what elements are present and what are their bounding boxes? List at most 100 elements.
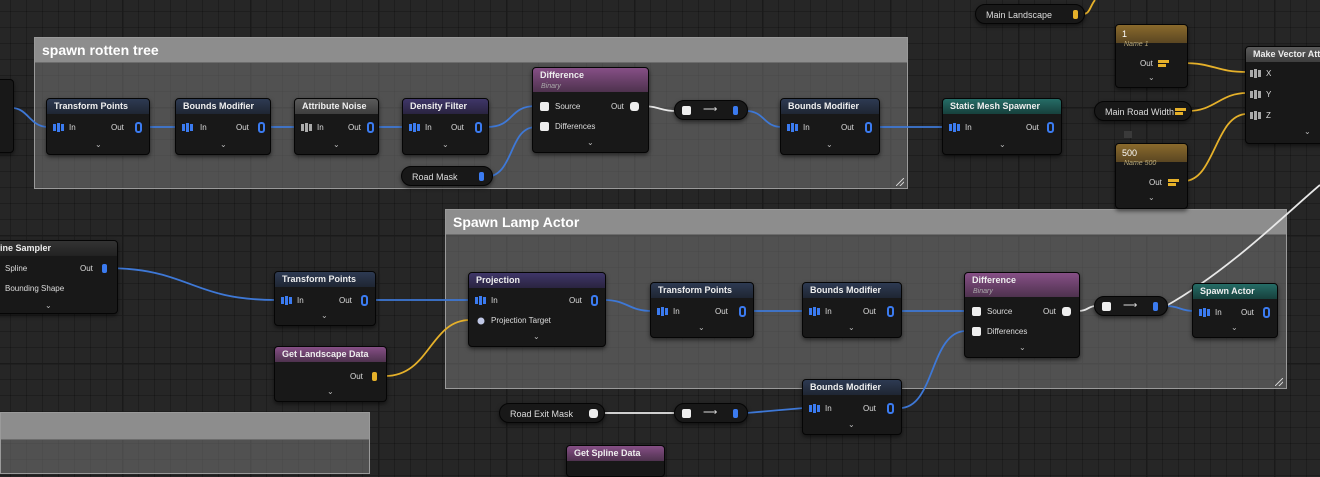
- point-data-pin-icon[interactable]: [475, 295, 486, 306]
- node-constant-500[interactable]: 500 Name 500 Out ⌄: [1115, 143, 1188, 209]
- spatial-pin-icon[interactable]: [629, 101, 640, 112]
- node-transform-points[interactable]: Transform Points In Out ⌄: [274, 271, 376, 326]
- point-data-pin-icon[interactable]: [730, 105, 741, 116]
- node-attribute-noise[interactable]: Attribute Noise In Out ⌄: [294, 98, 379, 155]
- node-constant-1[interactable]: 1 Name 1 Out ⌄: [1115, 24, 1188, 88]
- spatial-pin-icon[interactable]: [539, 101, 550, 112]
- pill-convert[interactable]: ⟶: [674, 403, 748, 423]
- spatial-pin-icon[interactable]: [539, 121, 550, 132]
- point-data-pin-icon[interactable]: [1045, 122, 1056, 133]
- chevron-down-icon[interactable]: ⌄: [220, 140, 227, 149]
- point-data-pin-icon[interactable]: [949, 122, 960, 133]
- node-get-spline-data[interactable]: Get Spline Data: [566, 445, 665, 477]
- node-transform-points[interactable]: Transform Points In Out ⌄: [46, 98, 150, 155]
- chevron-down-icon[interactable]: ⌄: [327, 387, 334, 396]
- node-projection[interactable]: Projection In Out Projection Target ⌄: [468, 272, 606, 347]
- point-data-pin-icon[interactable]: [809, 306, 820, 317]
- node-difference[interactable]: Difference Binary Source Out Differences…: [964, 272, 1080, 358]
- chevron-down-icon[interactable]: ⌄: [848, 323, 855, 332]
- chevron-down-icon[interactable]: ⌄: [999, 140, 1006, 149]
- spatial-pin-icon[interactable]: [971, 326, 982, 337]
- spatial-pin-icon[interactable]: [476, 171, 487, 182]
- resize-handle-icon[interactable]: [896, 178, 904, 186]
- point-data-pin-icon[interactable]: [885, 403, 896, 414]
- point-data-pin-icon[interactable]: [885, 306, 896, 317]
- spatial-pin-icon[interactable]: [681, 105, 692, 116]
- point-data-pin-icon[interactable]: [473, 122, 484, 133]
- node-partial-left[interactable]: [0, 79, 14, 153]
- point-data-pin-icon[interactable]: [133, 122, 144, 133]
- point-data-pin-icon[interactable]: [1199, 307, 1210, 318]
- comment-title[interactable]: spawn rotten tree: [35, 38, 907, 63]
- point-data-pin-icon[interactable]: [809, 403, 820, 414]
- chevron-down-icon[interactable]: ⌄: [1019, 343, 1026, 352]
- chevron-down-icon[interactable]: ⌄: [1304, 127, 1311, 136]
- chevron-down-icon[interactable]: ⌄: [848, 420, 855, 429]
- chevron-down-icon[interactable]: ⌄: [1231, 323, 1238, 332]
- pill-road-mask[interactable]: Road Mask: [401, 166, 493, 186]
- spatial-pin-icon[interactable]: [681, 408, 692, 419]
- chevron-down-icon[interactable]: ⌄: [587, 138, 594, 147]
- chevron-down-icon[interactable]: ⌄: [321, 311, 328, 320]
- pill-convert[interactable]: ⟶: [1094, 296, 1168, 316]
- point-data-pin-icon[interactable]: [787, 122, 798, 133]
- point-data-pin-icon[interactable]: [53, 122, 64, 133]
- node-static-mesh-spawner[interactable]: Static Mesh Spawner In Out ⌄: [942, 98, 1062, 155]
- constant-value[interactable]: 500: [1116, 144, 1187, 162]
- pill-convert[interactable]: ⟶: [674, 100, 748, 120]
- point-data-pin-icon[interactable]: [365, 122, 376, 133]
- resize-handle-icon[interactable]: [1275, 378, 1283, 386]
- chevron-down-icon[interactable]: ⌄: [1148, 73, 1155, 82]
- chevron-down-icon[interactable]: ⌄: [442, 140, 449, 149]
- chevron-down-icon[interactable]: ⌄: [95, 140, 102, 149]
- float-pin-icon[interactable]: [1158, 58, 1169, 69]
- node-transform-points[interactable]: Transform Points In Out ⌄: [650, 282, 754, 338]
- node-bounds-modifier[interactable]: Bounds Modifier In Out ⌄: [780, 98, 880, 155]
- pill-main-road-width[interactable]: Main Road Width: [1094, 101, 1192, 121]
- point-data-pin-icon[interactable]: [182, 122, 193, 133]
- node-make-vector-attribute[interactable]: Make Vector Attr X Y Z ⌄: [1245, 46, 1320, 144]
- node-bounds-modifier[interactable]: Bounds Modifier In Out ⌄: [802, 379, 902, 435]
- point-data-pin-icon[interactable]: [737, 306, 748, 317]
- point-data-pin-icon[interactable]: [657, 306, 668, 317]
- pill-main-landscape[interactable]: Main Landscape: [975, 4, 1085, 24]
- node-spawn-actor[interactable]: Spawn Actor In Out ⌄: [1192, 283, 1278, 338]
- node-density-filter[interactable]: Density Filter In Out ⌄: [402, 98, 489, 155]
- spatial-pin-icon[interactable]: [588, 408, 599, 419]
- node-difference[interactable]: Difference Binary Source Out Differences…: [532, 67, 649, 153]
- point-data-pin-icon[interactable]: [256, 122, 267, 133]
- point-data-pin-icon[interactable]: [1261, 307, 1272, 318]
- chevron-down-icon[interactable]: ⌄: [826, 140, 833, 149]
- point-data-pin-icon[interactable]: [589, 295, 600, 306]
- point-data-pin-icon[interactable]: [1250, 89, 1261, 100]
- point-data-pin-icon[interactable]: [1250, 110, 1261, 121]
- spatial-pin-icon[interactable]: [1061, 306, 1072, 317]
- chevron-down-icon[interactable]: ⌄: [698, 323, 705, 332]
- point-data-pin-icon[interactable]: [863, 122, 874, 133]
- comment-title[interactable]: Spawn Lamp Actor: [446, 210, 1286, 235]
- point-data-pin-icon[interactable]: [1150, 301, 1161, 312]
- spatial-pin-icon[interactable]: [1101, 301, 1112, 312]
- point-data-pin-icon[interactable]: [359, 295, 370, 306]
- float-pin-icon[interactable]: [1175, 106, 1186, 117]
- pill-road-exit-mask[interactable]: Road Exit Mask: [499, 403, 605, 423]
- point-data-pin-icon[interactable]: [730, 408, 741, 419]
- chevron-down-icon[interactable]: ⌄: [45, 301, 52, 310]
- chevron-down-icon[interactable]: ⌄: [533, 332, 540, 341]
- point-data-pin-icon[interactable]: [409, 122, 420, 133]
- node-spline-sampler[interactable]: ine Sampler Spline Out Bounding Shape ⌄: [0, 240, 118, 314]
- landscape-pin-icon[interactable]: [1070, 9, 1081, 20]
- constant-value[interactable]: 1: [1116, 25, 1187, 43]
- node-bounds-modifier[interactable]: Bounds Modifier In Out ⌄: [802, 282, 902, 338]
- float-pin-icon[interactable]: [1168, 177, 1179, 188]
- landscape-pin-icon[interactable]: [369, 371, 380, 382]
- spatial-pin-icon[interactable]: [971, 306, 982, 317]
- chevron-down-icon[interactable]: ⌄: [333, 140, 340, 149]
- spatial-pin-icon[interactable]: [99, 263, 110, 274]
- node-bounds-modifier[interactable]: Bounds Modifier In Out ⌄: [175, 98, 271, 155]
- point-data-pin-icon[interactable]: [301, 122, 312, 133]
- node-get-landscape-data[interactable]: Get Landscape Data Out ⌄: [274, 346, 387, 402]
- comment-box-partial[interactable]: [0, 412, 370, 474]
- projection-target-pin-icon[interactable]: [476, 316, 487, 327]
- point-data-pin-icon[interactable]: [1250, 68, 1261, 79]
